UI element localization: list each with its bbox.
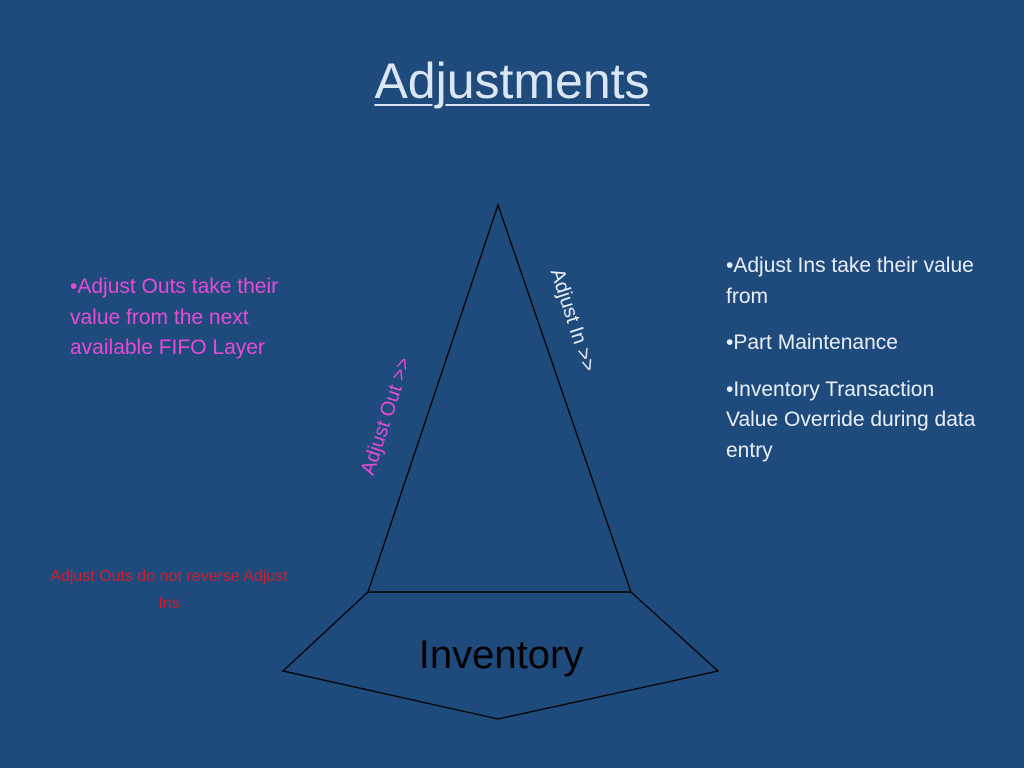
reverse-note: Adjust Outs do not reverse Adjust Ins [50,568,288,612]
right-bullet-list: •Adjust Ins take their value from •Part … [726,251,986,482]
inventory-pentagon-shape [281,591,720,720]
right-bullet-item: •Adjust Ins take their value from [726,254,974,308]
left-bullet-list: •Adjust Outs take their value from the n… [70,272,300,380]
right-bullet-item: •Part Maintenance [726,331,898,354]
adjust-in-label: Adjust In >> [546,266,600,374]
right-bullet-item: •Inventory Transaction Value Override du… [726,377,976,462]
inventory-label: Inventory [419,633,584,677]
slide-title: Adjustments [374,53,650,109]
adjust-out-label: Adjust Out >> [357,355,416,478]
left-bullet-item: •Adjust Outs take their value from the n… [70,275,279,359]
adjust-triangle-shape [367,202,632,593]
